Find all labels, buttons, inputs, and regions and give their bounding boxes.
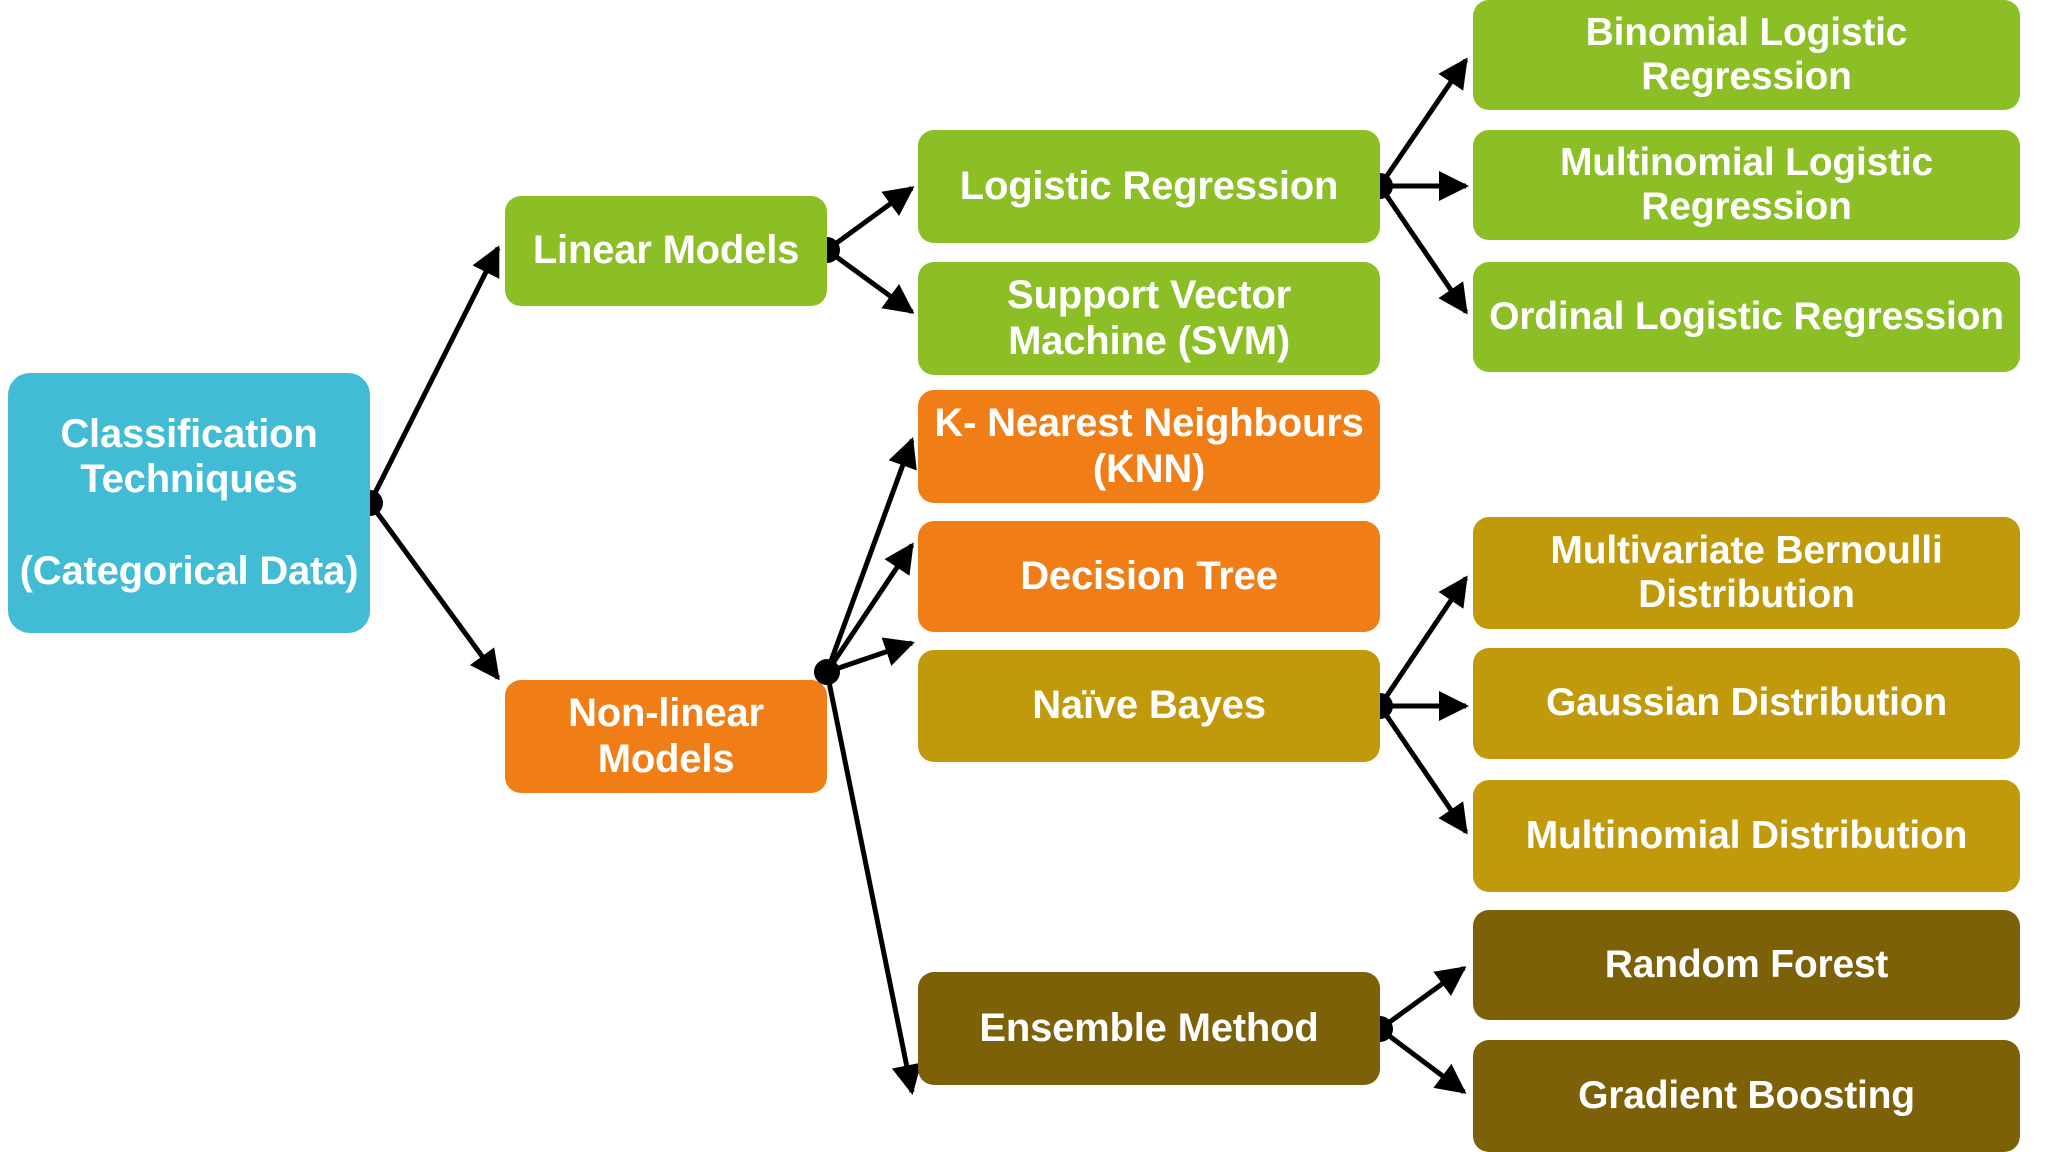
node-ordinal-logistic-regression[interactable]: Ordinal Logistic Regression [1473,262,2020,372]
edge-linear-to-logistic-regression [825,185,915,253]
node-multinomial-logistic-regression[interactable]: Multinomial Logistic Regression [1473,130,2020,240]
node-support-vector-machine[interactable]: Support Vector Machine (SVM) [918,262,1380,375]
edge-ensemble-to-gradient-boosting [1378,1027,1467,1094]
node-k-nearest-neighbours[interactable]: K- Nearest Neighbours (KNN) [918,390,1380,503]
node-gaussian-distribution[interactable]: Gaussian Distribution [1473,648,2020,759]
edge-logistic-to-ordinal [1377,184,1469,315]
edge-logistic-to-binomial [1377,57,1469,188]
node-linear-models[interactable]: Linear Models [505,196,827,306]
node-classification-techniques[interactable]: Classification Techniques (Categorical D… [8,373,370,633]
edge-root-to-linear-models [367,245,501,505]
node-random-forest[interactable]: Random Forest [1473,910,2020,1020]
edge-linear-to-svm [825,247,915,315]
node-naive-bayes[interactable]: Naïve Bayes [918,650,1380,762]
edge-root-to-nonlinear-models [367,501,501,681]
edge-naive-bayes-to-multinomial-distribution [1377,704,1469,835]
node-decision-tree[interactable]: Decision Tree [918,521,1380,632]
node-nonlinear-models[interactable]: Non-linear Models [505,680,827,793]
edge-nonlinear-to-decision-tree [824,542,915,674]
edge-nonlinear-to-ensemble-method [824,671,922,1095]
node-multivariate-bernoulli-distribution[interactable]: Multivariate Bernoulli Distribution [1473,517,2020,629]
node-logistic-regression[interactable]: Logistic Regression [918,130,1380,243]
edge-naive-bayes-to-multivariate-bernoulli [1377,575,1469,708]
node-ensemble-method[interactable]: Ensemble Method [918,972,1380,1085]
edge-ensemble-to-random-forest [1378,965,1467,1032]
edge-nonlinear-to-knn [824,437,917,673]
node-multinomial-distribution[interactable]: Multinomial Distribution [1473,780,2020,892]
edge-nonlinear-to-naive-bayes [826,637,915,675]
node-gradient-boosting[interactable]: Gradient Boosting [1473,1040,2020,1152]
node-binomial-logistic-regression[interactable]: Binomial Logistic Regression [1473,0,2020,110]
